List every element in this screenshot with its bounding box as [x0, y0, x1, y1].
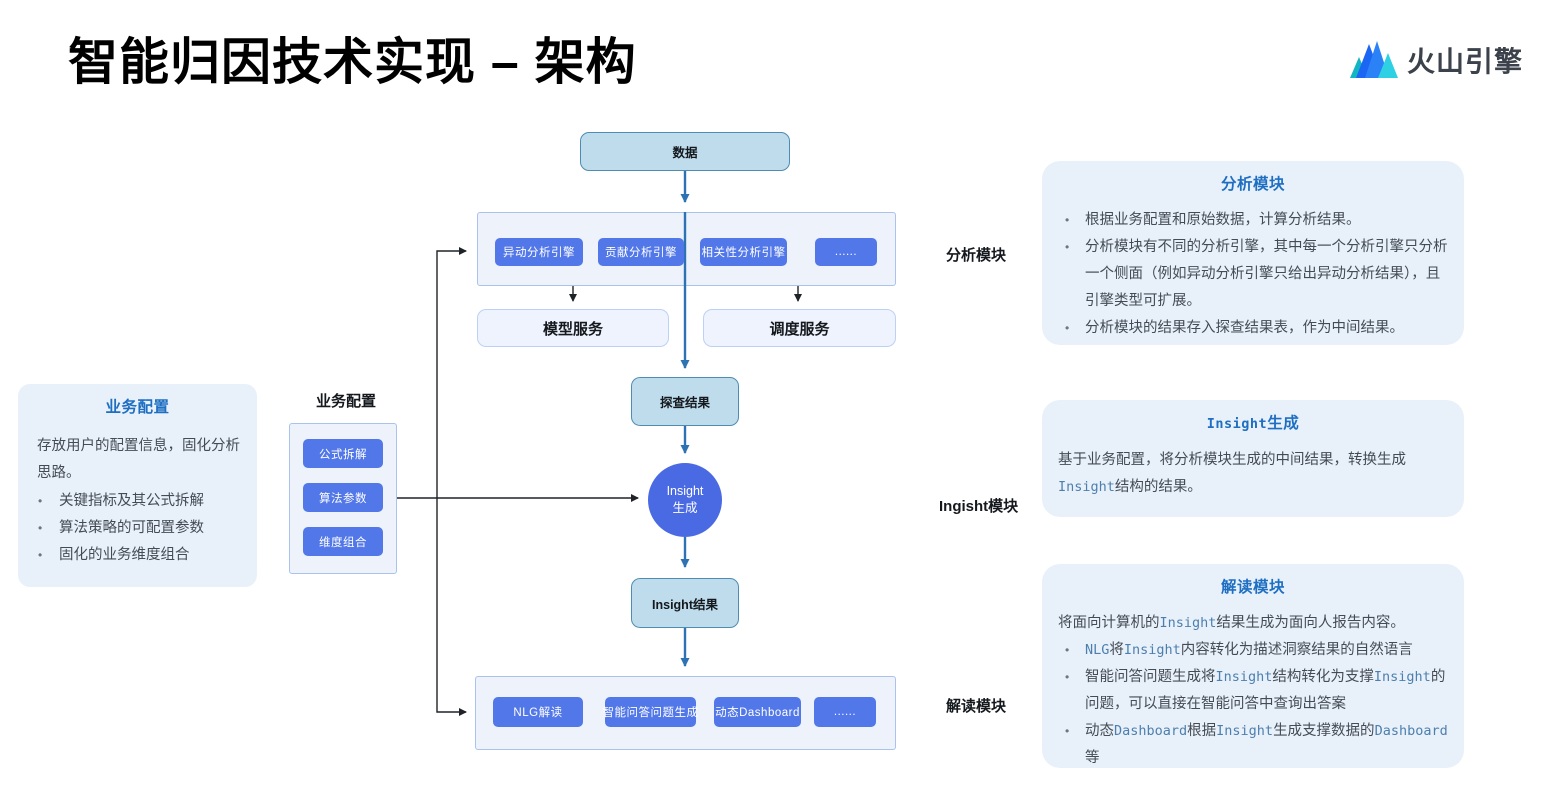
insight-generate-panel: Insight生成 基于业务配置，将分析模块生成的中间结果，转换生成Insigh…: [1042, 400, 1464, 517]
side-label-analysis-module: 分析模块: [946, 247, 1007, 264]
insight-panel-lead: 基于业务配置，将分析模块生成的中间结果，转换生成Insight结构的结果。: [1058, 452, 1406, 495]
schedule-service-box: 调度服务: [703, 309, 896, 347]
volcano-engine-logo: 火山引擎: [1350, 40, 1523, 80]
biz-config-button-formula: 公式拆解: [303, 439, 383, 468]
bullet-item: 分析模块的结果存入探查结果表，作为中间结果。: [1058, 315, 1452, 342]
insight-panel-title: Insight生成: [1206, 415, 1300, 432]
biz-config-group-label: 业务配置: [316, 393, 377, 410]
bullet-item: 根据业务配置和原始数据，计算分析结果。: [1058, 207, 1452, 234]
data-box: 数据: [580, 132, 790, 171]
bullet-item: 固化的业务维度组合: [37, 542, 247, 569]
bullet-item: 分析模块有不同的分析引擎，其中每一个分析引擎只分析一个侧面（例如异动分析引擎只给…: [1058, 234, 1452, 315]
logo-text: 火山引擎: [1407, 46, 1524, 77]
side-label-interpret-module: 解读模块: [946, 698, 1007, 715]
insight-circle-line2: 生成: [672, 501, 698, 515]
interpret-module-panel: 解读模块 将面向计算机的Insight结果生成为面向人报告内容。 NLG将Ins…: [1042, 564, 1464, 768]
bullet-item: 算法策略的可配置参数: [37, 515, 247, 542]
interpret-button-dynamic-dashboard: 动态Dashboard: [714, 697, 801, 727]
page-title: 智能归因技术实现 – 架构: [68, 34, 637, 90]
interpret-bullet-list: NLG将Insight内容转化为描述洞察结果的自然语言 智能问答问题生成将Ins…: [1058, 637, 1452, 772]
biz-config-panel-lead: 存放用户的配置信息，固化分析思路。: [37, 438, 240, 481]
bullet-item: 动态Dashboard根据Insight生成支撑数据的Dashboard等: [1058, 718, 1452, 772]
bullet-item: 智能问答问题生成将Insight结构转化为支撑Insight的问题，可以直接在智…: [1058, 664, 1452, 718]
engine-button-change-analysis: 异动分析引擎: [495, 238, 583, 266]
interpret-panel-lead: 将面向计算机的Insight结果生成为面向人报告内容。: [1058, 615, 1405, 631]
explore-result-box: 探查结果: [631, 377, 739, 426]
biz-config-panel-title: 业务配置: [105, 399, 170, 416]
side-label-insight-module: Ingisht模块: [939, 498, 1019, 515]
insight-circle-line1: Insight: [666, 484, 704, 499]
biz-config-panel: 业务配置 存放用户的配置信息，固化分析思路。 关键指标及其公式拆解 算法策略的可…: [18, 384, 257, 587]
engine-button-more: ......: [815, 238, 877, 266]
biz-config-bullet-list: 关键指标及其公式拆解 算法策略的可配置参数 固化的业务维度组合: [37, 488, 247, 569]
analysis-bullet-list: 根据业务配置和原始数据，计算分析结果。 分析模块有不同的分析引擎，其中每一个分析…: [1058, 207, 1452, 342]
insight-result-box: Insight结果: [631, 578, 739, 628]
insight-generate-circle: Insight 生成: [648, 463, 722, 537]
interpret-button-qa-generation: 智能问答问题生成: [603, 697, 698, 727]
interpret-panel-title: 解读模块: [1220, 579, 1285, 596]
bullet-item: NLG将Insight内容转化为描述洞察结果的自然语言: [1058, 637, 1452, 664]
biz-config-button-dimension: 维度组合: [303, 527, 383, 556]
analysis-panel-title: 分析模块: [1220, 176, 1285, 193]
engine-button-correlation-analysis: 相关性分析引擎: [700, 238, 787, 266]
bullet-item: 关键指标及其公式拆解: [37, 488, 247, 515]
biz-config-button-algorithm: 算法参数: [303, 483, 383, 512]
model-service-box: 模型服务: [477, 309, 669, 347]
engine-button-contribution-analysis: 贡献分析引擎: [598, 238, 684, 266]
mountain-peaks-icon: [1350, 41, 1398, 78]
interpret-button-more: ......: [814, 697, 876, 727]
analysis-module-panel: 分析模块 根据业务配置和原始数据，计算分析结果。 分析模块有不同的分析引擎，其中…: [1042, 161, 1464, 345]
interpret-button-nlg: NLG解读: [493, 697, 583, 727]
